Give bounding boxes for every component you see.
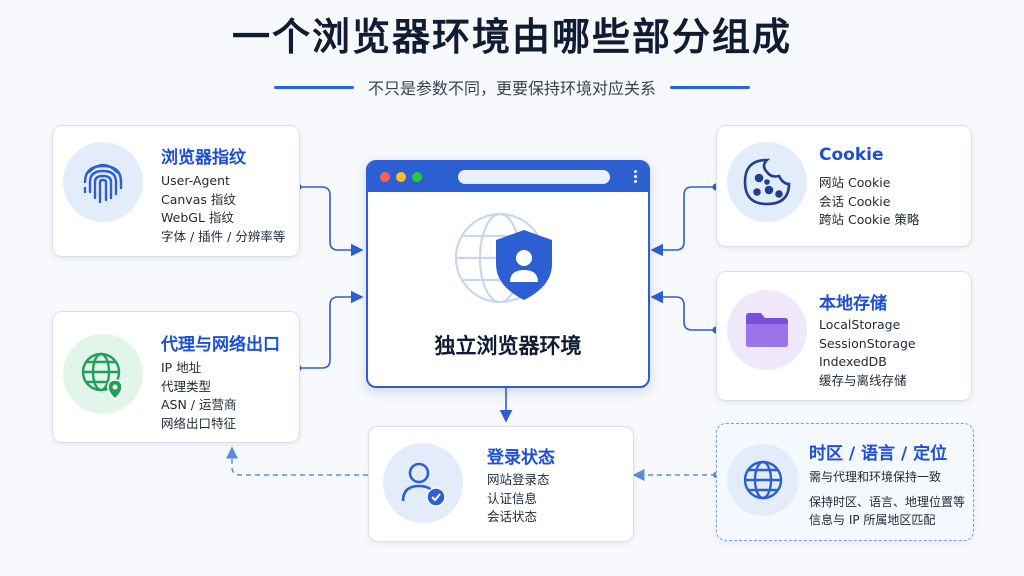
list-item: 网络出口特征	[161, 415, 237, 431]
connector-cookie	[650, 183, 720, 257]
globe-location-icon	[63, 334, 143, 414]
list-item: 会话 Cookie	[819, 193, 891, 209]
list-item: 网站登录态	[487, 472, 550, 487]
window-close-dot	[380, 172, 390, 182]
fingerprint-icon	[63, 142, 143, 222]
list-item: 会话状态	[487, 509, 538, 524]
window-maximize-dot	[412, 172, 422, 182]
user-check-icon	[383, 443, 463, 523]
list-item: 代理类型	[161, 378, 212, 394]
proxy-title: 代理与网络出口	[161, 335, 280, 355]
cookie-list: 网站 Cookie 会话 Cookie 跨站 Cookie 策略	[819, 174, 919, 230]
timezone-list: 需与代理和环境保持一致 保持时区、语言、地理位置等 信息与 IP 所属地区匹配	[809, 468, 965, 530]
list-item: 需与代理和环境保持一致	[809, 470, 942, 484]
page-title: 一个浏览器环境由哪些部分组成	[231, 15, 792, 59]
center-label: 独立浏览器环境	[434, 334, 582, 358]
card-local-storage: 本地存储 LocalStorage SessionStorage Indexed…	[716, 271, 972, 401]
address-bar	[458, 170, 610, 184]
card-cookie: Cookie 网站 Cookie 会话 Cookie 跨站 Cookie 策略	[716, 125, 972, 247]
connector-timezone-login	[632, 469, 719, 481]
center-browser-window: 独立浏览器环境	[366, 160, 650, 388]
globe-icon	[727, 444, 799, 516]
list-item: LocalStorage	[819, 317, 901, 332]
browser-title-bar	[368, 162, 648, 192]
globe-shield-user-icon	[448, 206, 568, 316]
connector-proxy	[294, 290, 364, 372]
window-minimize-dot	[396, 172, 406, 182]
list-item: ASN / 运营商	[161, 397, 237, 412]
subtitle-row: 不只是参数不同，更要保持环境对应关系	[0, 72, 1024, 102]
connector-storage	[650, 290, 720, 334]
cookie-icon	[727, 142, 807, 222]
list-item: IP 地址	[161, 360, 202, 375]
subtitle: 不只是参数不同，更要保持环境对应关系	[367, 79, 656, 98]
list-item: 信息与 IP 所属地区匹配	[809, 513, 936, 527]
storage-title: 本地存储	[819, 294, 887, 314]
card-browser-fingerprint: 浏览器指纹 User-Agent Canvas 指纹 WebGL 指纹 字体 /…	[52, 125, 300, 257]
folder-icon	[727, 290, 807, 370]
list-item: 网站 Cookie	[819, 175, 891, 190]
fingerprint-title: 浏览器指纹	[161, 148, 246, 168]
storage-list: LocalStorage SessionStorage IndexedDB 缓存…	[819, 316, 916, 390]
login-list: 网站登录态 认证信息 会话状态	[487, 471, 550, 527]
connector-fingerprint	[294, 183, 364, 257]
card-login-state: 登录状态 网站登录态 认证信息 会话状态	[368, 426, 634, 542]
cookie-title: Cookie	[819, 145, 884, 165]
connector-login-proxy	[226, 446, 368, 476]
list-item: 字体 / 插件 / 分辨率等	[161, 228, 286, 244]
card-proxy-network: 代理与网络出口 IP 地址 代理类型 ASN / 运营商 网络出口特征	[52, 311, 300, 443]
list-item: IndexedDB	[819, 354, 887, 369]
login-title: 登录状态	[487, 448, 555, 468]
list-item: 认证信息	[487, 490, 538, 506]
card-timezone-language-location: 时区 / 语言 / 定位 需与代理和环境保持一致 保持时区、语言、地理位置等 信…	[716, 423, 974, 541]
subtitle-divider-right	[670, 85, 750, 89]
list-item: Canvas 指纹	[161, 191, 236, 207]
list-item: SessionStorage	[819, 335, 916, 351]
proxy-list: IP 地址 代理类型 ASN / 运营商 网络出口特征	[161, 359, 237, 433]
more-menu-icon	[634, 168, 638, 185]
list-item: 保持时区、语言、地理位置等	[809, 494, 966, 509]
timezone-title: 时区 / 语言 / 定位	[809, 444, 948, 464]
list-item: 缓存与离线存储	[819, 372, 907, 388]
list-item: WebGL 指纹	[161, 210, 234, 225]
subtitle-divider-left	[273, 85, 354, 89]
fingerprint-list: User-Agent Canvas 指纹 WebGL 指纹 字体 / 插件 / …	[161, 172, 285, 246]
list-item: 跨站 Cookie 策略	[819, 212, 920, 227]
list-item: User-Agent	[161, 173, 230, 188]
